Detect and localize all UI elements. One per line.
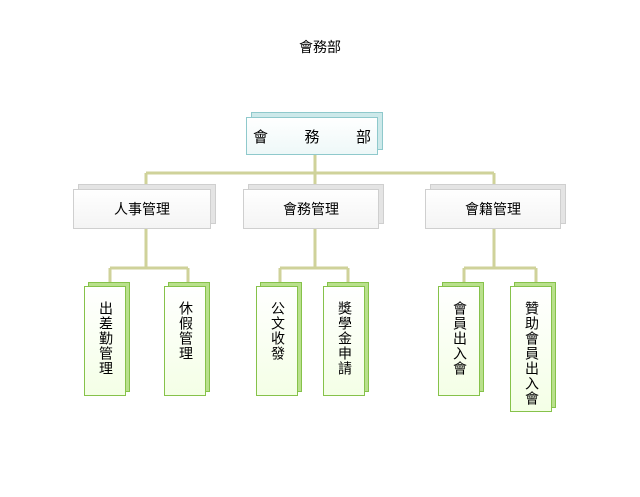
leaf-label: 出差勤管理 bbox=[97, 301, 113, 376]
dept-node-membership: 會籍管理 bbox=[425, 189, 561, 229]
leaf-node-sponsor-join: 贊助會員出入會 bbox=[510, 286, 552, 412]
root-node: 會 務 部 bbox=[246, 117, 378, 155]
dept-label: 人事管理 bbox=[114, 202, 170, 218]
leaf-node-member-join: 會員出入會 bbox=[438, 286, 480, 396]
leaf-node-scholarship: 獎學金申請 bbox=[323, 286, 365, 396]
root-char: 會 bbox=[253, 127, 269, 146]
leaf-label: 會員出入會 bbox=[451, 301, 467, 376]
page-title: 會務部 bbox=[299, 40, 341, 56]
dept-node-personnel: 人事管理 bbox=[73, 189, 211, 229]
dept-label: 會務管理 bbox=[283, 202, 339, 218]
root-char: 務 bbox=[304, 127, 320, 146]
leaf-node-documents: 公文收發 bbox=[256, 286, 298, 396]
dept-label: 會籍管理 bbox=[465, 202, 521, 218]
leaf-label: 獎學金申請 bbox=[336, 301, 352, 376]
dept-node-affairs: 會務管理 bbox=[243, 189, 379, 229]
root-char: 部 bbox=[355, 127, 371, 146]
leaf-label: 休假管理 bbox=[177, 301, 193, 361]
leaf-node-leave: 休假管理 bbox=[164, 286, 206, 396]
leaf-label: 贊助會員出入會 bbox=[523, 301, 539, 406]
leaf-label: 公文收發 bbox=[269, 301, 285, 361]
leaf-node-attendance: 出差勤管理 bbox=[84, 286, 126, 396]
